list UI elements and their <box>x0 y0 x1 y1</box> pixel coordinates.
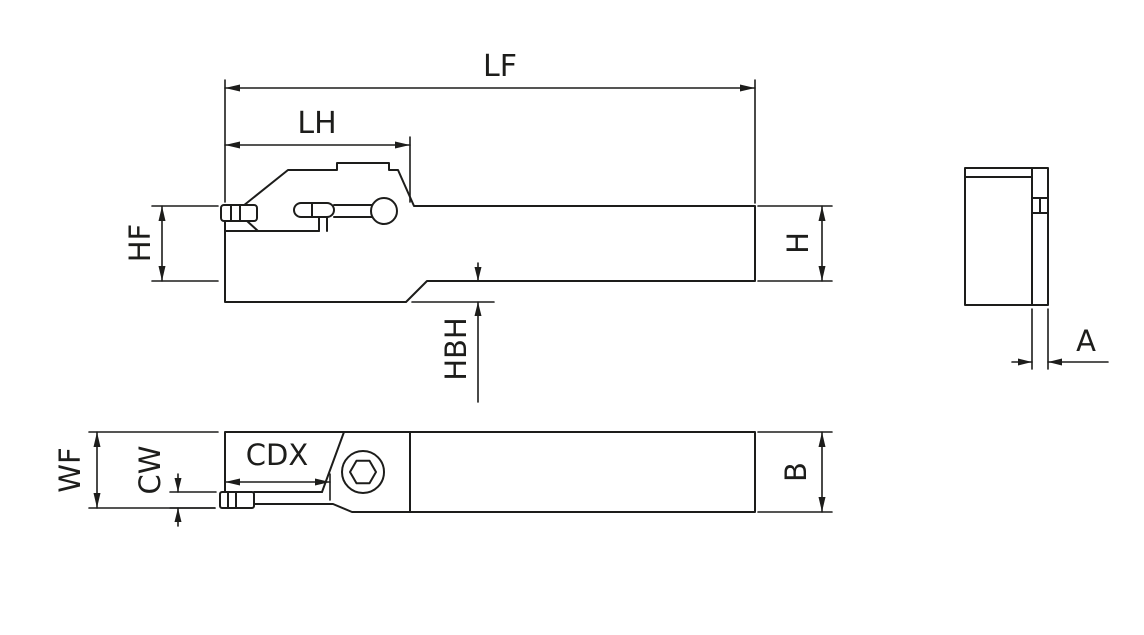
lh-arrowhead-right <box>395 141 410 149</box>
dimension-lf: LF <box>224 49 756 204</box>
cw-arrowhead-top <box>174 478 182 492</box>
dimension-label-hbh: HBH <box>439 317 473 381</box>
dimension-label-cdx: CDX <box>246 438 308 472</box>
hbh-arrowhead-top <box>474 267 482 281</box>
wf-arrowhead-bottom <box>93 493 101 508</box>
hf-arrowhead-top <box>158 206 166 221</box>
dimension-label-wf: WF <box>53 447 87 492</box>
wf-arrowhead-top <box>93 432 101 447</box>
clamp-finger-lines <box>318 216 328 232</box>
a-extension-lines <box>1031 308 1049 370</box>
dimension-label-hf: HF <box>123 224 157 263</box>
dimension-label-b: B <box>779 462 813 482</box>
dimension-cdx: CDX <box>224 438 331 501</box>
lh-arrowhead-left <box>225 141 240 149</box>
end-view <box>964 167 1049 306</box>
dimension-wf: WF <box>53 431 219 509</box>
end-view-body <box>964 167 1049 306</box>
cdx-arrowhead-left <box>225 478 240 486</box>
dimension-a: A <box>1011 308 1109 370</box>
lf-arrowhead-left <box>225 84 240 92</box>
dimension-label-a: A <box>1076 324 1096 358</box>
lf-extension-lines <box>224 79 756 204</box>
b-arrowhead-top <box>818 432 826 447</box>
hbh-arrowhead-bottom <box>474 302 482 316</box>
dimension-label-lh: LH <box>297 106 336 141</box>
h-arrowhead-bottom <box>818 266 826 281</box>
h-arrowhead-top <box>818 206 826 221</box>
side-view <box>220 162 756 303</box>
hf-extension-lines <box>151 205 219 282</box>
a-arrowhead-left <box>1018 358 1032 366</box>
hex-socket <box>349 459 377 485</box>
dimension-h: H <box>757 205 833 282</box>
clamp-slot <box>293 202 335 218</box>
clamp-arm-lines <box>333 204 373 218</box>
dimension-lh: LH <box>224 106 411 203</box>
dimension-label-lf: LF <box>483 49 517 84</box>
insert-plan-details <box>227 491 237 509</box>
insert-side-details <box>230 204 259 232</box>
cw-extension-lines <box>169 491 217 509</box>
b-arrowhead-bottom <box>818 497 826 512</box>
dimension-label-cw: CW <box>133 446 167 495</box>
cdx-arrowhead-right <box>315 478 330 486</box>
lf-arrowhead-right <box>740 84 755 92</box>
cw-arrowhead-bottom <box>174 508 182 522</box>
b-extension-lines <box>757 431 833 513</box>
dimension-label-h: H <box>781 232 815 254</box>
plan-view <box>219 431 756 513</box>
end-view-insert-section <box>1031 197 1049 214</box>
a-arrowhead-right <box>1048 358 1062 366</box>
h-extension-lines <box>757 205 833 282</box>
dimension-hbh: HBH <box>411 262 495 403</box>
dimension-cw: CW <box>133 446 217 527</box>
clamp-screw-head <box>341 450 385 494</box>
holder-side-outline <box>224 162 756 303</box>
dimension-b: B <box>757 431 833 513</box>
clamp-pivot-circle <box>370 197 398 225</box>
dimension-hf: HF <box>123 205 219 282</box>
hf-arrowhead-bottom <box>158 266 166 281</box>
